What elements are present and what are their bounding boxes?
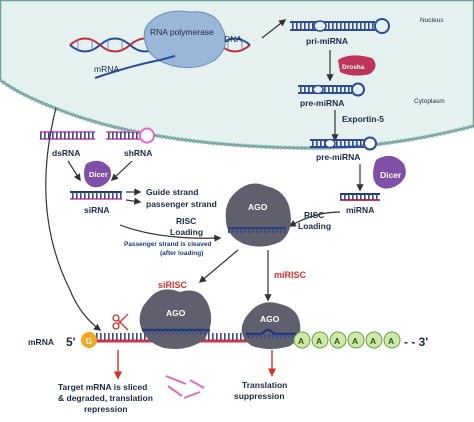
- exportin-label: Exportin-5: [342, 114, 384, 124]
- mrna-top-label: mRNA: [94, 64, 119, 74]
- ago-mirisc: [241, 302, 301, 349]
- target-sliced-2: & degraded, translation: [58, 393, 153, 403]
- nascent-mrna: [94, 55, 176, 79]
- pre-mirna-cytoplasm: [310, 136, 377, 151]
- dsrna-molecule: [40, 131, 95, 140]
- risc-loading-right-2: Loading: [298, 221, 331, 231]
- mrna-bottom-label: mRNA: [28, 337, 54, 347]
- passenger-strand-label: passenger strand: [146, 199, 217, 209]
- poly-a-5: A: [388, 336, 394, 346]
- mirna-label: miRNA: [346, 205, 374, 215]
- dicer-right: [373, 155, 406, 189]
- cytoplasm-label: Cytoplasm: [414, 98, 445, 105]
- pri-mirna-hairpin: [290, 18, 390, 34]
- target-sliced-3: repression: [84, 404, 127, 414]
- nucleus-label: Nucleus: [420, 17, 444, 24]
- scissors-icon: [112, 313, 129, 331]
- cap-circle: [81, 332, 97, 348]
- drosha-enzyme: [338, 55, 376, 76]
- three-prime-label: - - 3': [404, 335, 428, 349]
- translation-1: Translation: [242, 380, 287, 390]
- risc-loading-left-1: RISC: [176, 216, 196, 226]
- degraded-rna-fragments: [165, 375, 205, 399]
- mirna-duplex: [340, 193, 380, 201]
- translation-2: suppression: [234, 391, 285, 401]
- ago-sirisc-label: AGO: [166, 308, 186, 318]
- pre-mirna-cyto-label: pre-miRNA: [316, 152, 360, 162]
- cap-label: G: [86, 336, 93, 346]
- dicer-right-label: Dicer: [380, 170, 402, 180]
- poly-a-2: A: [334, 336, 340, 346]
- pre-mirna-nucleus-label: pre-miRNA: [300, 98, 344, 108]
- guide-strand-label: Guide strand: [146, 187, 198, 197]
- dna-label: DNA: [224, 34, 242, 44]
- poly-a-0: A: [298, 336, 304, 346]
- ago-mirisc-label: AGO: [260, 314, 280, 324]
- target-sliced-1: Target mRNA is sliced: [58, 382, 147, 392]
- shrna-molecule: [106, 127, 155, 144]
- passenger-cleaved-2: (after loading): [160, 250, 203, 257]
- dicer-left: [84, 160, 111, 188]
- poly-a-4: A: [370, 336, 376, 346]
- drosha-label: Drosha: [342, 64, 365, 71]
- five-prime-label: 5': [66, 335, 76, 349]
- rna-polymerase-label: RNA polymerase: [150, 27, 214, 37]
- ago-sirisc: [139, 289, 212, 349]
- dsrna-label: dsRNA: [52, 148, 80, 158]
- risc-loading-left-2: Loading: [170, 227, 203, 237]
- poly-a-tail: A A A A A A: [293, 331, 401, 349]
- ago-center: [225, 183, 291, 247]
- ago-center-label: AGO: [248, 202, 268, 212]
- sirna-duplex: [70, 191, 122, 200]
- sirna-label: siRNA: [84, 205, 110, 215]
- pri-mirna-label: pri-miRNA: [306, 36, 348, 46]
- mirisc-label: miRISC: [274, 270, 307, 280]
- dicer-left-label: Dicer: [89, 170, 108, 179]
- poly-a-1: A: [316, 336, 322, 346]
- shrna-label: shRNA: [124, 148, 152, 158]
- poly-a-3: A: [352, 336, 358, 346]
- rna-polymerase: [143, 10, 227, 69]
- risc-loading-right-1: RISC: [304, 210, 324, 220]
- nucleus-membrane: [0, 0, 474, 150]
- pre-mirna-nucleus: [298, 82, 365, 97]
- passenger-cleaved-1: Passenger strand is cleaved: [124, 241, 211, 248]
- sirisc-label: siRISC: [158, 280, 188, 290]
